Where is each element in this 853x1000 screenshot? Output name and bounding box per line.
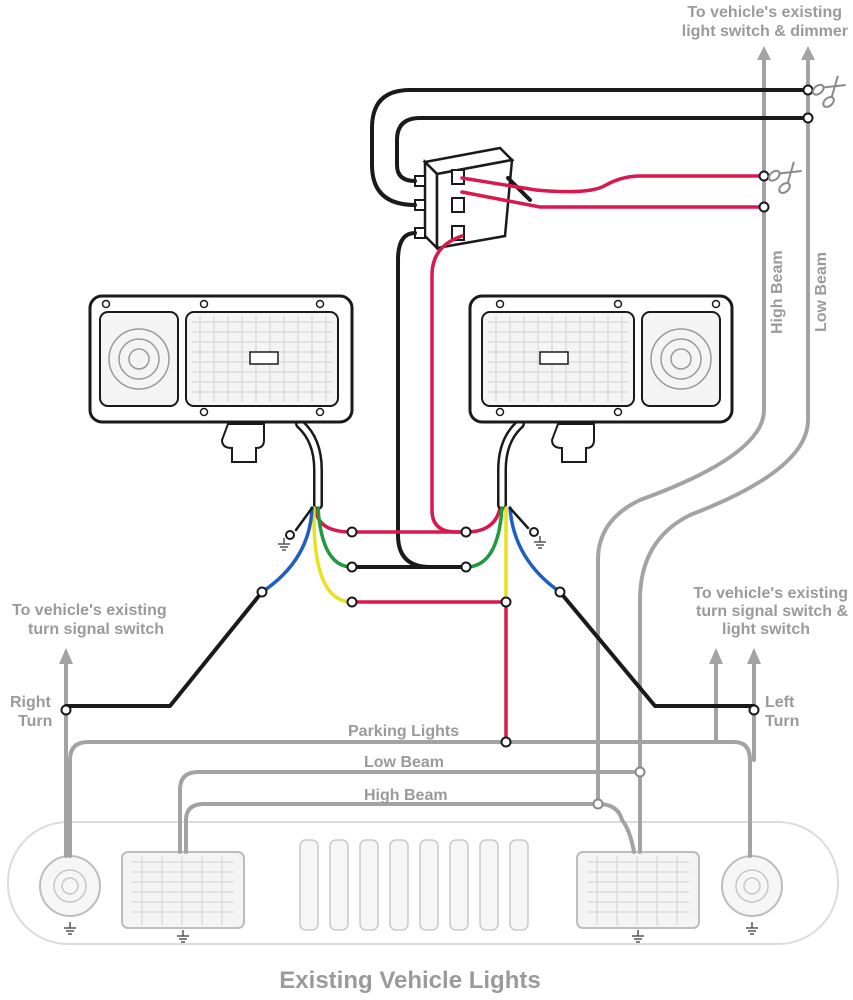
high-beam-label: High Beam bbox=[364, 787, 448, 804]
vehicle-turn-lamp-left bbox=[39, 855, 101, 917]
low-beam-vertical-label: Low Beam bbox=[813, 252, 830, 332]
scissors-icon bbox=[767, 161, 802, 194]
right-label-line3: light switch bbox=[722, 621, 810, 638]
left-turn-label-line1: Left bbox=[765, 694, 795, 711]
harness-left bbox=[260, 419, 354, 604]
red-wiring bbox=[314, 174, 766, 744]
top-label-line1: To vehicle's existing bbox=[687, 4, 842, 21]
right-turn-label-line2: Turn bbox=[18, 713, 52, 730]
caption: Existing Vehicle Lights bbox=[279, 967, 540, 994]
parking-lights-label: Parking Lights bbox=[348, 723, 459, 740]
toggle-switch-box bbox=[414, 146, 532, 252]
left-label-line1: To vehicle's existing bbox=[12, 602, 167, 619]
vehicle-headlamp-right bbox=[576, 851, 700, 929]
black-wiring bbox=[64, 88, 810, 708]
right-label-line1: To vehicle's existing bbox=[693, 585, 848, 602]
connection-nodes bbox=[60, 84, 814, 748]
plow-lamp-right bbox=[468, 294, 734, 463]
harness-right bbox=[464, 419, 562, 604]
vehicle-wiring bbox=[59, 46, 815, 858]
grille bbox=[299, 839, 529, 931]
vehicle-front bbox=[7, 821, 839, 945]
left-turn-label-line2: Turn bbox=[765, 713, 799, 730]
vehicle-turn-lamp-right bbox=[721, 855, 783, 917]
scissors-icon bbox=[811, 75, 846, 108]
high-beam-vertical-label: High Beam bbox=[769, 250, 786, 334]
top-label-line2: light switch & dimmer bbox=[682, 23, 848, 40]
plow-lamp-left bbox=[88, 294, 354, 463]
right-turn-label-line1: Right bbox=[10, 694, 52, 711]
left-label-line2: turn signal switch bbox=[28, 621, 164, 638]
low-beam-label: Low Beam bbox=[364, 754, 444, 771]
vehicle-headlamp-left bbox=[121, 851, 245, 929]
right-label-line2: turn signal switch & bbox=[696, 603, 848, 620]
